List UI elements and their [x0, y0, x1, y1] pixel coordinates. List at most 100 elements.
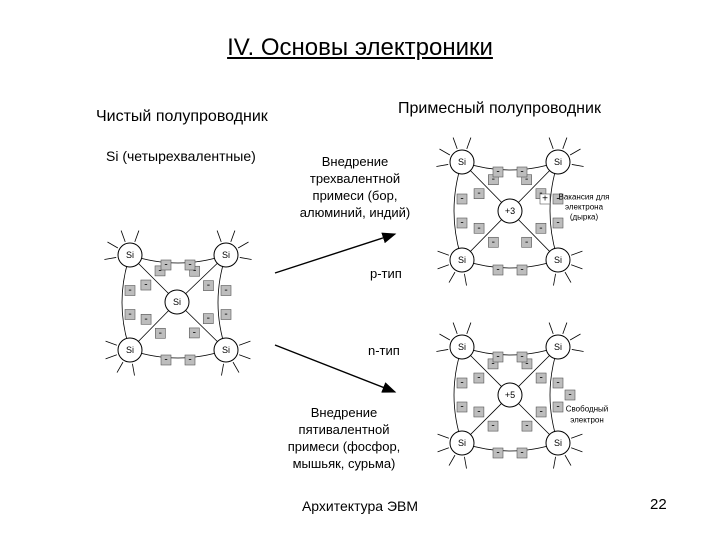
- pure-lattice-center-atom: [164, 289, 190, 315]
- pure-lattice-electron: [220, 309, 232, 320]
- pure-lattice-electron-sign: -: [158, 265, 161, 276]
- free-bond-line: [230, 230, 236, 242]
- n-lattice-electron-sign: -: [520, 352, 523, 363]
- acceptor-line: Внедрение: [321, 154, 389, 169]
- free-bond-line: [436, 349, 449, 352]
- n-type-label: n-тип: [368, 343, 400, 358]
- pure-lattice-center-atom-label: Si: [173, 297, 181, 307]
- donor-line: мышьяк, сурьма): [292, 456, 396, 471]
- doped-semiconductor-heading: Примесный полупроводник: [398, 100, 601, 117]
- p-lattice-electron: [521, 236, 532, 248]
- footer-text: Архитектура ЭВМ: [301, 498, 419, 514]
- pure-lattice-electron-sign: -: [159, 328, 162, 339]
- free-bond-line: [237, 241, 249, 249]
- pure-lattice-electron-sign: -: [193, 327, 196, 338]
- free-bond-line: [216, 230, 222, 242]
- free-bond-line: [553, 456, 556, 469]
- free-bond-line: [120, 230, 126, 242]
- p-lattice-electron-sign: -: [496, 265, 499, 276]
- pure-lattice-si-atom-label: Si: [222, 345, 230, 355]
- n-lattice-center-atom-label: +5: [505, 390, 515, 400]
- donor-line: пятивалентной: [298, 422, 390, 437]
- p-lattice-electron: [488, 236, 499, 248]
- p-lattice-electron-sign: -: [460, 218, 463, 229]
- free-bond-line: [107, 241, 119, 249]
- n-lattice-si-atom-label: Si: [458, 342, 466, 352]
- free-bond-line: [571, 349, 584, 352]
- free-electron-sign: -: [568, 390, 571, 401]
- n-lattice-si-atom-label: Si: [554, 438, 562, 448]
- acceptor-line: трехвалентной: [309, 171, 401, 186]
- pure-semiconductor-heading: Чистый полупроводник: [96, 108, 268, 125]
- p-lattice-si-atom-label: Si: [458, 255, 466, 265]
- n-lattice-si-atom: [449, 430, 475, 456]
- p-lattice-electron: [456, 193, 468, 205]
- pure-lattice-electron-sign: -: [188, 355, 191, 366]
- free-bond-line: [464, 456, 467, 469]
- free-bond-line: [437, 264, 449, 270]
- n-lattice-electron: [456, 401, 468, 413]
- arrow-to-n-type: [274, 344, 397, 393]
- n-lattice-center-atom: [497, 382, 523, 408]
- free-electron-note: электрон: [570, 416, 604, 425]
- n-lattice-si-atom: [545, 430, 571, 456]
- n-lattice-electron: [552, 401, 564, 413]
- bond-line: [129, 254, 227, 264]
- bond-line: [549, 346, 559, 444]
- pure-lattice-electron: [124, 309, 136, 320]
- p-lattice-si-atom-label: Si: [554, 157, 562, 167]
- bond-line: [453, 161, 463, 261]
- free-bond-line: [436, 164, 449, 167]
- free-bond-line: [104, 257, 117, 260]
- arrow-to-p-type: [274, 232, 397, 274]
- n-lattice-electron-sign: -: [496, 448, 499, 459]
- p-lattice-electron-sign: -: [460, 194, 463, 205]
- pure-lattice-electron-sign: -: [144, 280, 147, 291]
- n-lattice-electron: [516, 351, 528, 363]
- free-bond-line: [232, 361, 240, 373]
- p-lattice-electron: [473, 222, 485, 234]
- pure-lattice-electron: [220, 285, 232, 296]
- p-type-label: p-тип: [370, 266, 402, 281]
- free-bond-line: [466, 322, 472, 334]
- pure-lattice-electron: [154, 265, 166, 277]
- pure-lattice-electron-sign: -: [224, 285, 227, 296]
- free-bond-line: [553, 273, 556, 286]
- n-lattice-si-atom-label: Si: [458, 438, 466, 448]
- n-lattice-electron-sign: -: [556, 378, 559, 389]
- n-lattice-electron-sign: -: [525, 421, 528, 432]
- bond-line: [453, 346, 463, 444]
- free-bond-line: [437, 433, 449, 439]
- pure-lattice-electron-sign: -: [224, 309, 227, 320]
- pure-lattice-electron: [203, 280, 214, 291]
- n-lattice-electron: [535, 372, 547, 384]
- p-lattice-electron-sign: -: [477, 188, 480, 199]
- pure-lattice-electron-sign: -: [164, 260, 167, 271]
- free-bond-line: [548, 322, 554, 334]
- n-lattice-electron-sign: -: [491, 421, 494, 432]
- free-electron-note: Свободный: [566, 405, 609, 414]
- n-lattice-electron-sign: -: [477, 406, 480, 417]
- free-bond-line: [437, 447, 449, 453]
- slide-number: 22: [650, 496, 667, 513]
- hole-note: Вакансия для: [558, 193, 609, 202]
- free-bond-line: [132, 363, 135, 376]
- free-bond-line: [466, 137, 472, 149]
- n-lattice-electron: [552, 377, 564, 389]
- free-bond-line: [448, 454, 456, 466]
- pure-lattice-si-atom: [117, 242, 143, 268]
- pure-lattice-electron: [160, 259, 172, 271]
- bond-line: [461, 346, 559, 356]
- donor-line: Внедрение: [310, 405, 378, 420]
- free-bond-line: [437, 250, 449, 256]
- n-lattice-electron: [535, 406, 547, 418]
- free-bond-line: [221, 363, 224, 376]
- p-lattice-electron: [552, 217, 564, 229]
- n-lattice-electron: [492, 447, 504, 459]
- p-lattice-si-atom: [449, 247, 475, 273]
- pure-lattice-electron: [124, 285, 136, 296]
- free-bond-line: [439, 333, 451, 341]
- p-lattice-center-atom-label: +3: [505, 206, 515, 216]
- n-lattice-electron-sign: -: [525, 358, 528, 369]
- free-bond-line: [452, 137, 458, 149]
